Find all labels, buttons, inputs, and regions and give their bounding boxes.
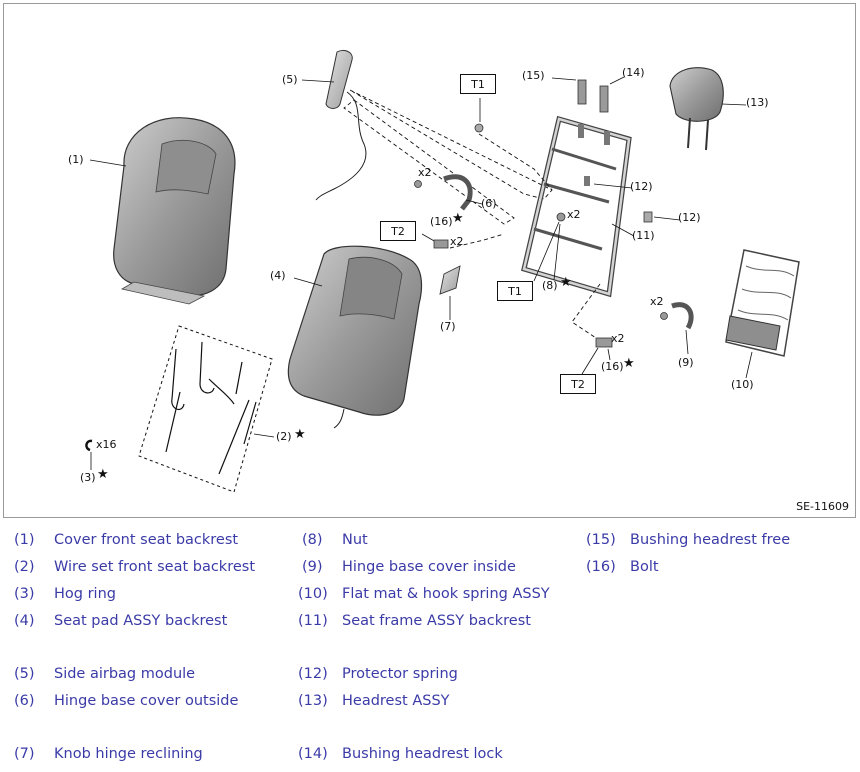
legend-item: (11)Seat frame ASSY backrest: [298, 613, 531, 629]
callout-9: (9): [678, 356, 694, 369]
star-mark: ★: [294, 427, 306, 442]
callout-8: (8): [542, 279, 558, 292]
callout-13: (13): [746, 96, 769, 109]
legend-item: (7)Knob hinge reclining: [14, 746, 203, 762]
star-mark: ★: [623, 356, 635, 371]
quantity-9: x2: [650, 295, 664, 308]
exploded-parts-diagram: (1) (2) ★ (3) ★ x16 (4) (5) (6) x2 (7) (…: [3, 3, 856, 518]
torque-box-t2-second: T2: [560, 374, 596, 394]
callout-12: (12): [630, 180, 653, 193]
torque-box-t2: T2: [380, 221, 416, 241]
hog-ring-part: [85, 439, 93, 452]
diagram-artwork: [85, 49, 800, 493]
legend-item: (9)Hinge base cover inside: [302, 559, 516, 575]
callout-15: (15): [522, 69, 545, 82]
headrest-part: [669, 67, 724, 151]
callout-2: (2): [276, 430, 292, 443]
legend-item: (1)Cover front seat backrest: [14, 532, 239, 548]
callout-16: (16): [430, 215, 453, 228]
callout-6: (6): [481, 197, 497, 210]
bolt-part: [433, 239, 449, 249]
legend-item: (5)Side airbag module: [14, 666, 196, 682]
callout-10: (10): [731, 378, 754, 391]
callout-11: (11): [632, 229, 655, 242]
legend-item: (2)Wire set front seat backrest: [14, 559, 256, 575]
diagram-code: SE-11609: [796, 500, 849, 513]
torque-box-t1-second: T1: [497, 281, 533, 301]
callout-3: (3): [80, 471, 96, 484]
legend-item: (15)Bushing headrest free: [586, 532, 791, 548]
quantity-8: x2: [567, 208, 581, 221]
legend-item: (14)Bushing headrest lock: [298, 746, 503, 762]
nut-part: [556, 212, 566, 222]
legend-item: (8)Nut: [302, 532, 368, 548]
legend-item: (16)Bolt: [586, 559, 659, 575]
quantity-16-second: x2: [611, 332, 625, 345]
protector-spring-part: [643, 211, 653, 223]
legend-item: (3)Hog ring: [14, 586, 116, 602]
legend-item: (13)Headrest ASSY: [298, 693, 450, 709]
seat-pad-part: [287, 245, 423, 429]
callout-16-second: (16): [601, 360, 624, 373]
legend-item: (12)Protector spring: [298, 666, 458, 682]
side-airbag-part: [315, 49, 553, 225]
callout-4: (4): [270, 269, 286, 282]
flat-mat-part: [725, 249, 800, 357]
knob-part: [439, 265, 461, 295]
star-mark: ★: [452, 211, 464, 226]
hinge-cover-outside-part: [414, 174, 473, 211]
torque-box-t1: T1: [460, 74, 496, 94]
legend-item: (6)Hinge base cover outside: [14, 693, 239, 709]
legend-item: (4)Seat pad ASSY backrest: [14, 613, 228, 629]
legend-item: (10)Flat mat & hook spring ASSY: [298, 586, 550, 602]
star-mark: ★: [97, 467, 109, 482]
bushing-part: [577, 79, 609, 113]
parts-legend: (1)Cover front seat backrest (2)Wire set…: [0, 528, 860, 768]
callout-5: (5): [282, 73, 298, 86]
callout-12-second: (12): [678, 211, 701, 224]
star-mark: ★: [560, 275, 572, 290]
quantity-6: x2: [418, 166, 432, 179]
wire-set-part: [138, 325, 273, 493]
callout-1: (1): [68, 153, 84, 166]
quantity-3: x16: [96, 438, 117, 451]
quantity-16: x2: [450, 235, 464, 248]
seat-frame-part: [521, 115, 632, 298]
callout-14: (14): [622, 66, 645, 79]
seat-cover-part: [113, 117, 236, 305]
callout-7: (7): [440, 320, 456, 333]
hinge-cover-inside-part: [660, 302, 694, 330]
